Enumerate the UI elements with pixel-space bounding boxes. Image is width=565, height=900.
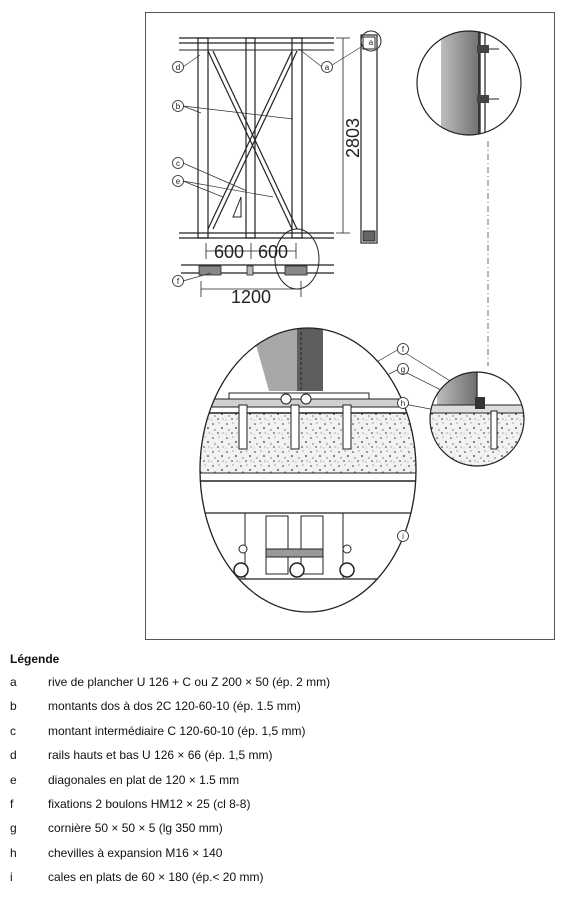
callout-a-section: a [369, 38, 374, 47]
svg-text:c: c [176, 159, 180, 168]
legend-row-f: f fixations 2 boulons HM12 × 25 (cl 8-8) [10, 797, 555, 821]
detail-top-circle [416, 30, 522, 136]
detail-large-ellipse [199, 327, 417, 613]
legend-row-b: b montants dos à dos 2C 120-60-10 (ép. 1.… [10, 699, 555, 723]
callout-b: b [172, 100, 184, 112]
legend-text: cales en plats de 60 × 180 (ép.< 20 mm) [48, 870, 264, 885]
legend-list: a rive de plancher U 126 + C ou Z 200 × 5… [10, 675, 555, 895]
legend-row-c: c montant intermédiaire C 120-60-10 (ép. … [10, 724, 555, 748]
legend-key: d [10, 748, 17, 763]
legend-text: montant intermédiaire C 120-60-10 (ép. 1… [48, 723, 306, 738]
callout-g: g [397, 363, 409, 375]
legend-text: rive de plancher U 126 + C ou Z 200 × 50… [48, 675, 331, 689]
legend-row-g: g cornière 50 × 50 × 5 (lg 350 mm) [10, 821, 555, 845]
callout-f-elevation: f [172, 275, 184, 287]
legend-key: g [10, 821, 17, 836]
dimension-labels: 2803 600 600 1200 [214, 118, 363, 307]
legend-text: montants dos à dos 2C 120-60-10 (ép. 1.5… [48, 699, 301, 714]
legend-row-e: e diagonales en plat de 120 × 1.5 mm [10, 773, 555, 797]
legend-text: diagonales en plat de 120 × 1.5 mm [48, 772, 240, 787]
svg-text:b: b [176, 102, 181, 111]
svg-text:a: a [369, 38, 374, 47]
legend: Légende a rive de plancher U 126 + C ou Z… [10, 652, 555, 895]
legend-key: c [10, 723, 16, 738]
legend-key: i [10, 870, 13, 885]
callout-a: a [321, 61, 333, 73]
callout-h: h [397, 397, 409, 409]
legend-text: rails hauts et bas U 126 × 66 (ép. 1,5 m… [48, 748, 273, 763]
legend-row-d: d rails hauts et bas U 126 × 66 (ép. 1,5 … [10, 748, 555, 772]
callout-e: e [172, 175, 184, 187]
svg-text:a: a [325, 63, 330, 72]
legend-row-h: h chevilles à expansion M16 × 140 [10, 846, 555, 870]
dim-total-width: 1200 [231, 287, 271, 307]
legend-text: chevilles à expansion M16 × 140 [48, 845, 223, 860]
callout-c: c [172, 157, 184, 169]
frame-elevation [179, 30, 382, 297]
legend-key: e [10, 772, 17, 787]
legend-title: Légende [10, 652, 60, 666]
legend-row-a: a rive de plancher U 126 + C ou Z 200 × 5… [10, 675, 555, 699]
callout-d: d [172, 61, 184, 73]
dim-bay-right: 600 [258, 242, 288, 262]
callout-f-detail: f [397, 343, 409, 355]
legend-text: cornière 50 × 50 × 5 (lg 350 mm) [48, 821, 223, 836]
svg-text:i: i [402, 532, 404, 541]
callout-i: i [397, 530, 409, 542]
svg-text:e: e [176, 177, 181, 186]
legend-key: a [10, 675, 17, 689]
detail-small-circle [429, 371, 525, 467]
legend-row-i: i cales en plats de 60 × 180 (ép.< 20 mm) [10, 870, 555, 894]
svg-text:f: f [177, 277, 180, 286]
legend-key: f [10, 796, 14, 811]
legend-text: fixations 2 boulons HM12 × 25 (cl 8-8) [48, 796, 251, 811]
svg-text:f: f [402, 345, 405, 354]
technical-drawing: d a b c e f f g h i a 2803 600 600 1200 [172, 30, 525, 613]
legend-key: h [10, 845, 17, 860]
legend-key: b [10, 699, 17, 714]
dim-height: 2803 [343, 118, 363, 158]
drawing-frame: d a b c e f f g h i a 2803 600 600 1200 [145, 12, 555, 640]
svg-text:h: h [401, 399, 405, 408]
svg-text:d: d [176, 63, 180, 72]
svg-text:g: g [401, 365, 405, 374]
callout-labels: d a b c e f f g h i a [172, 38, 409, 542]
dim-bay-left: 600 [214, 242, 244, 262]
